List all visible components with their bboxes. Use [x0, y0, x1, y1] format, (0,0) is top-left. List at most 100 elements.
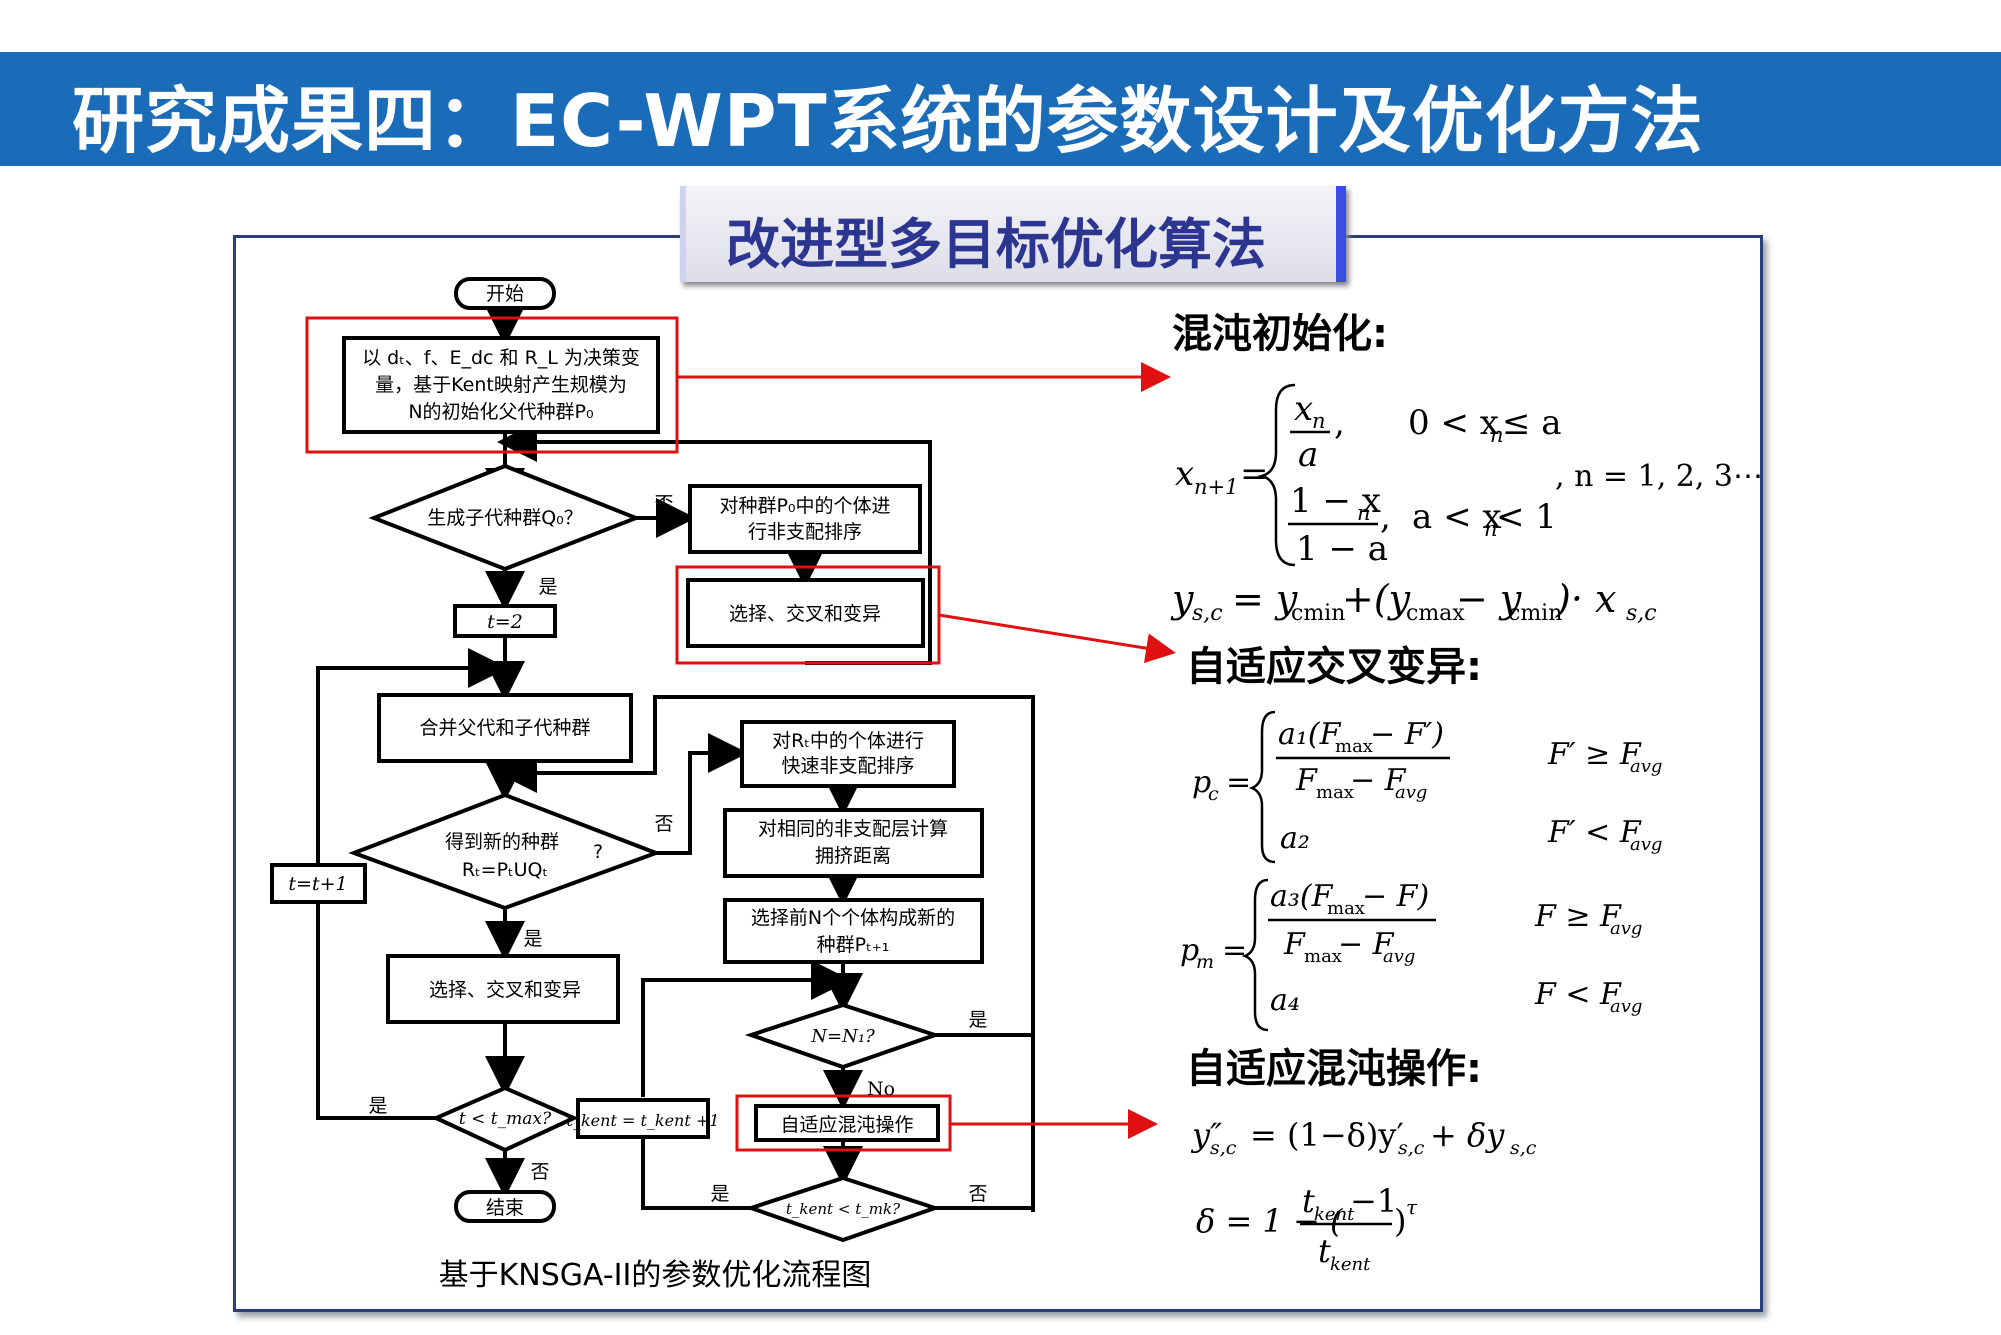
- svg-text:< 1: < 1: [1496, 497, 1557, 537]
- svg-text:): ): [1394, 1202, 1406, 1240]
- q2-yes-label: 是: [523, 928, 542, 950]
- svg-text:= y: = y: [1232, 577, 1298, 621]
- sort0-box: [688, 484, 922, 554]
- subtitle-box: 改进型多目标优化算法: [680, 186, 1346, 282]
- sort0-line1: 对种群P₀中的个体进: [719, 495, 890, 517]
- svg-text:avg: avg: [1395, 782, 1427, 803]
- svg-text:F: F: [1283, 927, 1306, 962]
- highlights: [305, 316, 1176, 1152]
- svg-text:avg: avg: [1610, 918, 1642, 939]
- svg-text:x: x: [1175, 454, 1194, 494]
- decision-n1: [744, 1002, 942, 1070]
- tplus-box: [270, 863, 367, 904]
- crowd-box: [723, 808, 984, 878]
- formula-kent-map: x n+1 = x n a , 0 < x n ≤ a 1 − x n 1 − …: [1175, 383, 1763, 569]
- q0-no-label: 否: [654, 493, 673, 515]
- pick-line1: 选择前N个个体构成新的: [751, 907, 955, 929]
- init-line1: 以 dₜ、f、E_dc 和 R_L 为决策变: [362, 347, 640, 369]
- svg-text:a₃(F: a₃(F: [1270, 879, 1334, 914]
- sortR-line2: 快速非支配排序: [781, 755, 914, 777]
- end-terminal: [454, 1190, 556, 1223]
- svg-text:,: ,: [1380, 497, 1391, 537]
- svg-text:t: t: [1318, 1232, 1331, 1270]
- select1-label: 选择、交叉和变异: [429, 979, 581, 1001]
- init-line2: 量，基于Kent映射产生规模为: [375, 374, 627, 396]
- formula-pc: p c = a₁(F max − F′) F max − F avg a₂ F′…: [1192, 710, 1662, 864]
- sort0-line2: 行非支配排序: [748, 521, 862, 543]
- start-label: 开始: [486, 283, 524, 305]
- svg-text:p: p: [1192, 765, 1211, 800]
- svg-text:1 − a: 1 − a: [1296, 529, 1388, 569]
- decision-tmax: [431, 1085, 579, 1153]
- svg-text:, n = 1, 2, 3⋯: , n = 1, 2, 3⋯: [1555, 459, 1763, 494]
- svg-text:+ δy: + δy: [1430, 1116, 1505, 1154]
- q2-line1: 得到新的种群: [445, 831, 559, 853]
- merge-box: [377, 693, 633, 763]
- svg-text:y″: y″: [1190, 1116, 1222, 1154]
- q4-label: N=N₁?: [810, 1026, 875, 1047]
- svg-text:m: m: [1196, 951, 1214, 973]
- svg-text:kent: kent: [1314, 1204, 1355, 1225]
- svg-text:=: =: [1240, 454, 1269, 494]
- q5-no-label: 否: [968, 1183, 987, 1205]
- q0-yes-label: 是: [538, 576, 557, 598]
- svg-text:s,c: s,c: [1626, 601, 1657, 626]
- svg-text:kent: kent: [1330, 1254, 1371, 1275]
- svg-text:n: n: [1484, 517, 1498, 541]
- svg-text:F: F: [1295, 763, 1318, 798]
- chaos-box: [754, 1104, 940, 1142]
- formula-pm: p m = a₃(F max − F) F max − F avg a₄ F ≥…: [1180, 878, 1642, 1032]
- tplus-label: t=t+1: [288, 873, 347, 895]
- tkent-label: t_kent = t_kent +1: [567, 1111, 720, 1130]
- q5-label: t_kent < t_mk?: [786, 1200, 901, 1218]
- svg-text:c: c: [1208, 783, 1219, 805]
- svg-text:a < x: a < x: [1412, 497, 1502, 537]
- q4-no-label: No: [867, 1078, 895, 1100]
- svg-text:max: max: [1304, 946, 1342, 967]
- svg-text:max: max: [1316, 782, 1354, 803]
- svg-text:cmin: cmin: [1508, 601, 1562, 626]
- svg-text:a: a: [1298, 435, 1318, 475]
- svg-text:n+1: n+1: [1194, 475, 1238, 499]
- crowd-line1: 对相同的非支配层计算: [758, 818, 948, 840]
- svg-text:F′ < F: F′ < F: [1547, 815, 1642, 850]
- svg-text:−1: −1: [1350, 1182, 1397, 1220]
- pick-line2: 种群Pₜ₊₁: [817, 934, 890, 956]
- q3-label: t < t_max?: [459, 1109, 552, 1129]
- sortR-box: [740, 720, 956, 788]
- select1-box: [386, 954, 620, 1024]
- svg-text:n: n: [1490, 423, 1504, 447]
- q0-label: 生成子代种群Q₀？: [427, 507, 583, 529]
- heading-adaptive-cross: 自适应交叉变异:: [1186, 644, 1482, 690]
- heading-chaos-init: 混沌初始化:: [1172, 311, 1388, 357]
- merge-label: 合并父代和子代种群: [419, 717, 590, 739]
- svg-text:n: n: [1312, 409, 1326, 433]
- q3-yes-label: 是: [368, 1095, 387, 1117]
- svg-text:avg: avg: [1630, 834, 1662, 855]
- svg-text:avg: avg: [1383, 946, 1415, 967]
- svg-text:τ: τ: [1406, 1195, 1418, 1219]
- select0-label: 选择、交叉和变异: [729, 603, 881, 625]
- svg-text:− y: − y: [1456, 577, 1522, 621]
- svg-text:F ≥ F: F ≥ F: [1534, 899, 1622, 934]
- sortR-line1: 对Rₜ中的个体进行: [772, 730, 924, 752]
- q5-yes-label: 是: [710, 1183, 729, 1205]
- svg-text:− F): − F): [1362, 879, 1429, 914]
- title-banner: 研究成果四：EC-WPT系统的参数设计及优化方法: [0, 52, 2001, 166]
- svg-text:s,c: s,c: [1398, 1137, 1425, 1159]
- page-title: 研究成果四：EC-WPT系统的参数设计及优化方法: [72, 79, 1704, 163]
- decision-q0: [368, 463, 642, 572]
- decision-rt: [348, 792, 662, 911]
- svg-text:= (1−δ)y′: = (1−δ)y′: [1250, 1116, 1404, 1154]
- q2-no-label: 否: [654, 813, 673, 835]
- svg-text:max: max: [1327, 898, 1365, 919]
- flowchart-caption: 基于KNSGA-II的参数优化流程图: [439, 1258, 872, 1293]
- svg-text:+(y: +(y: [1342, 577, 1411, 621]
- formula-ysc: y s,c = y cmin +(y cmax − y cmin )· x s,…: [1170, 577, 1657, 626]
- svg-text:=: =: [1226, 765, 1251, 800]
- svg-text:t: t: [1302, 1182, 1315, 1220]
- q4-yes-label: 是: [968, 1009, 987, 1031]
- arrow-select: [938, 613, 1176, 664]
- svg-text:− F: − F: [1338, 927, 1395, 962]
- svg-text:y: y: [1170, 577, 1194, 621]
